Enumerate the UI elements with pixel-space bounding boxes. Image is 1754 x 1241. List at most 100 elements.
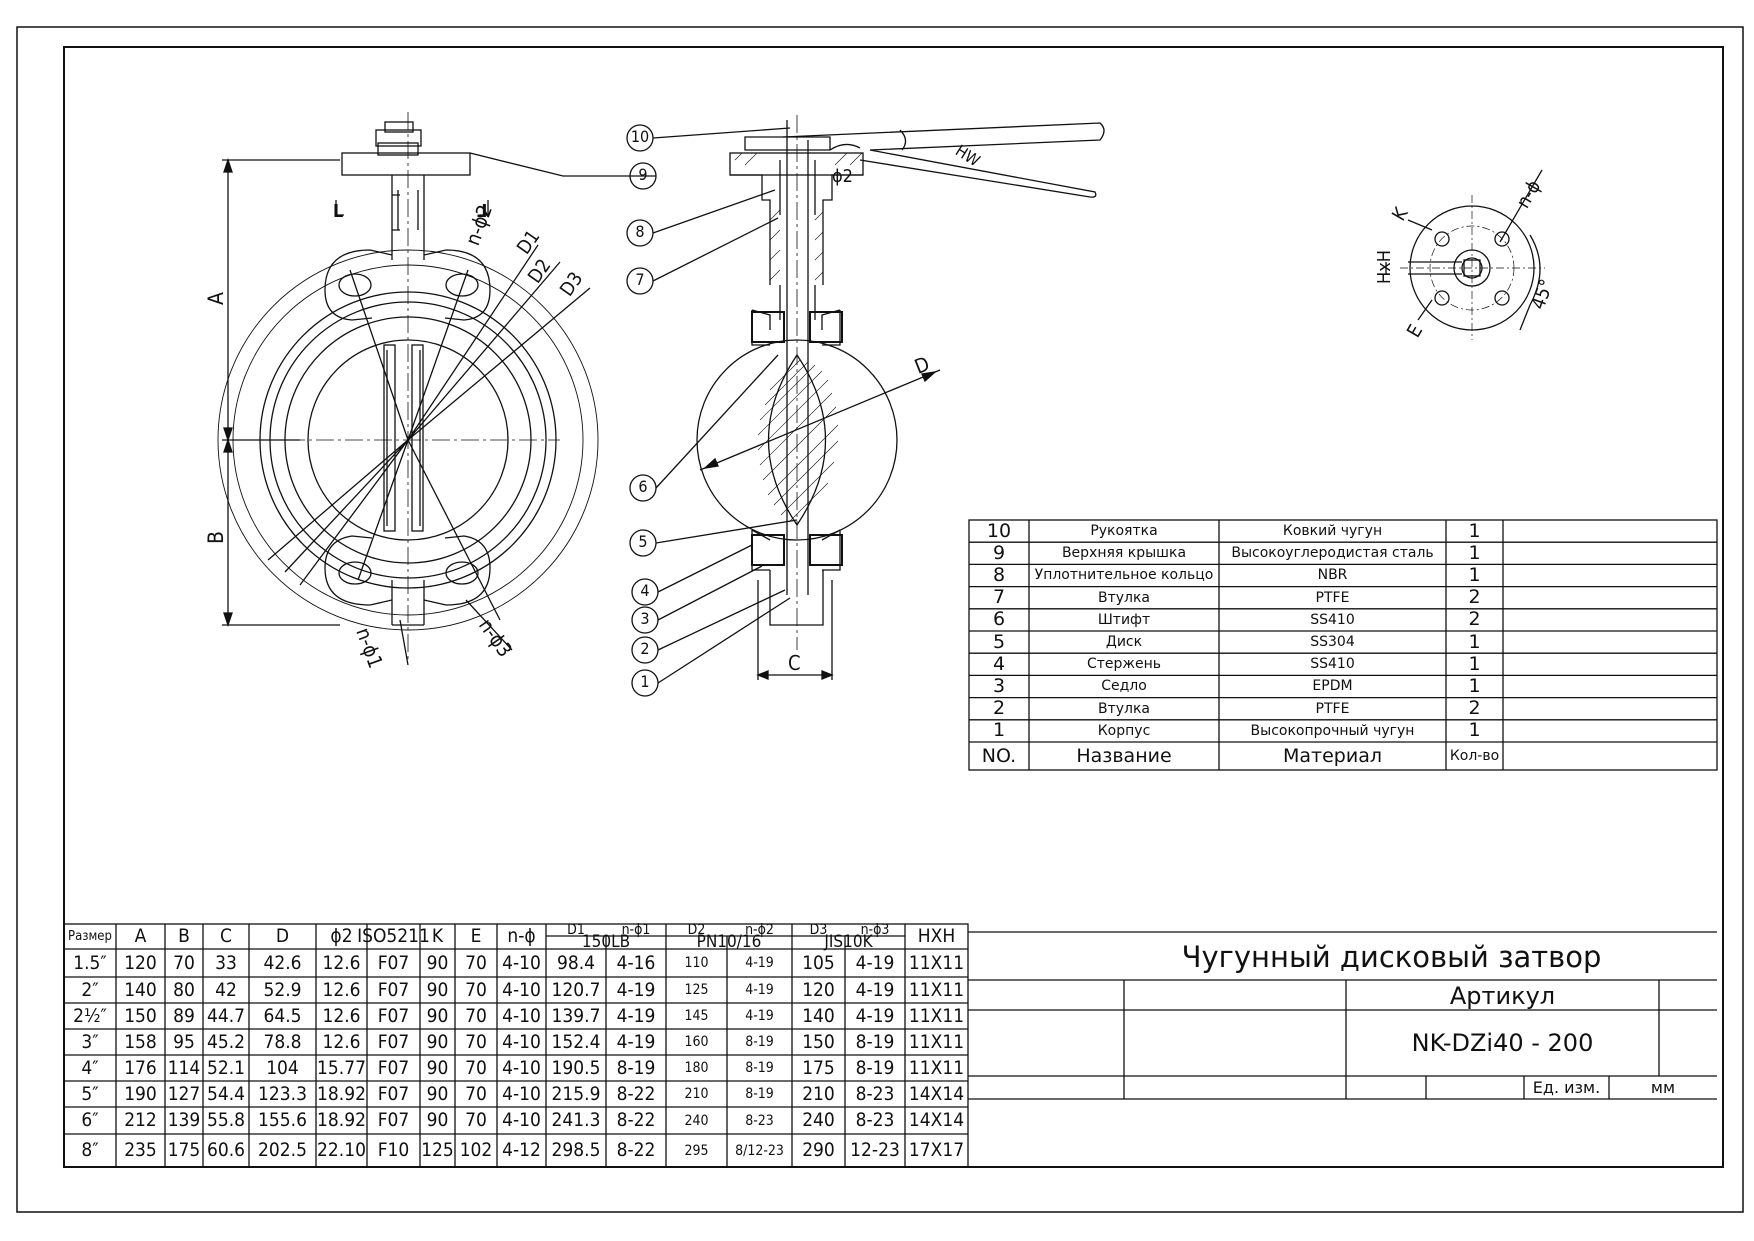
spec-cell: 12-23 (850, 1139, 900, 1161)
spec-cell: F07 (377, 951, 410, 974)
spec-cell: 235 (124, 1139, 157, 1161)
spec-cell: 290 (802, 1139, 835, 1161)
spec-cell: 11X11 (908, 1030, 965, 1053)
spec-cell: 210 (802, 1082, 835, 1105)
parts-header-material: Материал (1283, 744, 1382, 767)
spec-cell: 8-22 (616, 1082, 656, 1105)
spec-cell: 105 (802, 951, 835, 974)
spec-cell: 12.6 (322, 1004, 361, 1027)
spec-cell: 89 (173, 1004, 195, 1027)
spec-cell: 4-12 (502, 1139, 541, 1161)
spec-cell: 15.77 (317, 1056, 366, 1079)
spec-cell: 4-19 (745, 982, 774, 998)
parts-cell-qty: 2 (1468, 608, 1481, 631)
title-block-grid (968, 931, 1717, 1100)
spec-cell: 175 (802, 1056, 835, 1079)
spec-cell: 240 (802, 1109, 835, 1131)
spec-cell: 70 (173, 951, 195, 974)
parts-cell-name: Стержень (1086, 656, 1162, 673)
parts-cell-qty: 1 (1468, 563, 1481, 586)
spec-cell: 190.5 (551, 1056, 601, 1079)
parts-header-no: NO. (981, 744, 1017, 767)
spec-cell: 4-19 (616, 1004, 656, 1027)
spec-cell: 4-19 (616, 1030, 656, 1053)
spec-cell: 54.4 (206, 1082, 246, 1105)
spec-cell: 4-10 (502, 1082, 541, 1105)
spec-cell: 4-19 (855, 1004, 895, 1027)
spec-cell: 176 (124, 1056, 157, 1079)
spec-cell: 2″ (81, 978, 99, 1001)
spec-cell: 17X17 (908, 1139, 965, 1161)
spec-header-cell: ϕ2 (330, 925, 353, 947)
parts-cell-material: Ковкий чугун (1282, 523, 1383, 540)
spec-cell: 95 (173, 1030, 195, 1053)
spec-table-grid (63, 923, 969, 1168)
parts-cell-name: Верхняя крышка (1061, 545, 1187, 562)
spec-cell: 4-10 (502, 951, 541, 974)
spec-cell: 44.7 (206, 1004, 246, 1027)
spec-cell: 127 (167, 1082, 201, 1105)
spec-header-cell: n-ϕ2 (745, 922, 774, 938)
spec-cell: 8/12-23 (735, 1142, 784, 1159)
parts-cell-qty: 1 (1468, 630, 1481, 653)
spec-cell: 8-22 (616, 1139, 656, 1161)
balloon-8: 8 (635, 222, 645, 241)
balloon-3: 3 (640, 609, 650, 628)
parts-cell-material: EPDM (1312, 678, 1353, 695)
parts-cell-qty: 1 (1468, 652, 1481, 675)
parts-cell-no: 2 (992, 697, 1006, 720)
spec-cell: 42 (215, 978, 237, 1001)
spec-cell: 70 (465, 978, 487, 1001)
spec-cell: 70 (465, 1030, 487, 1053)
parts-cell-material: PTFE (1315, 700, 1350, 717)
spec-cell: 80 (173, 978, 195, 1001)
balloon-7: 7 (635, 270, 645, 289)
parts-cell-material: PTFE (1315, 589, 1350, 606)
spec-cell: 70 (465, 1056, 487, 1079)
dim-label-phi2: ϕ2 (832, 166, 853, 187)
balloon-9: 9 (638, 165, 648, 184)
spec-cell: 240 (684, 1112, 709, 1129)
parts-cell-name: Корпус (1097, 722, 1151, 739)
spec-cell: 1.5″ (73, 951, 107, 974)
parts-cell-no: 8 (992, 563, 1006, 586)
top-view (1385, 169, 1545, 340)
dim-label-hxh: HxH (1373, 250, 1395, 284)
spec-cell: 8-19 (745, 1086, 774, 1102)
spec-cell: 5″ (81, 1082, 99, 1105)
spec-cell: 52.9 (263, 978, 302, 1001)
spec-cell: 298.5 (551, 1139, 601, 1161)
parts-cell-material: Высокопрочный чугун (1250, 722, 1415, 739)
spec-cell: 8-23 (855, 1082, 895, 1105)
spec-group-label: PN10/16 (696, 932, 762, 952)
parts-cell-no: 7 (992, 586, 1006, 609)
spec-cell: 145 (684, 1008, 709, 1024)
spec-cell: 12.6 (322, 951, 361, 974)
parts-cell-name: Уплотнительное кольцо (1034, 567, 1214, 584)
spec-cell: 55.8 (206, 1109, 246, 1131)
spec-cell: 104 (266, 1056, 299, 1079)
spec-header-cell: A (134, 925, 147, 947)
spec-cell: 4-16 (616, 951, 656, 974)
spec-cell: F07 (377, 1056, 410, 1079)
unit-label: Ед. изм. (1532, 1078, 1601, 1097)
section-mark-left: L (333, 201, 344, 222)
spec-cell: 110 (684, 955, 709, 971)
spec-cell: 120 (124, 951, 157, 974)
spec-cell: 140 (124, 978, 157, 1001)
spec-cell: 8-19 (855, 1030, 895, 1053)
dim-label-b: B (203, 531, 228, 544)
spec-cell: 12.6 (322, 1030, 361, 1053)
spec-cell: 4-19 (855, 951, 895, 974)
parts-cell-no: 9 (992, 541, 1006, 564)
spec-cell: 14X14 (908, 1109, 965, 1131)
spec-cell: 125 (684, 982, 709, 998)
spec-header-cell: n-ϕ (507, 925, 536, 947)
spec-cell: 78.8 (263, 1030, 302, 1053)
dim-label-c: C (788, 651, 801, 675)
spec-cell: 4-19 (745, 955, 774, 971)
spec-cell: 8-23 (855, 1109, 895, 1131)
parts-cell-material: SS304 (1310, 634, 1355, 651)
spec-cell: 18.92 (317, 1082, 366, 1105)
parts-cell-qty: 1 (1468, 541, 1481, 564)
